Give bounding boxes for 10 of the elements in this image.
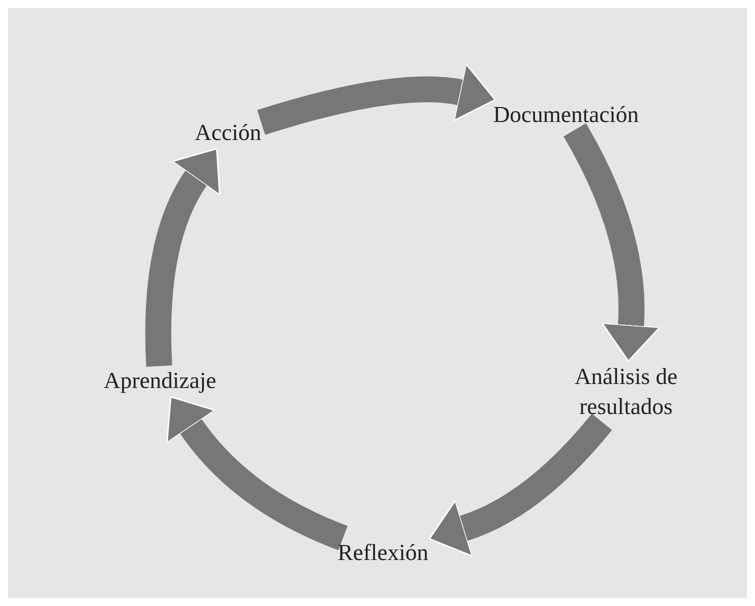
arrow (257, 62, 496, 135)
stage-label: Reflexión (338, 538, 428, 568)
arrow (563, 124, 661, 362)
arrow (145, 147, 222, 367)
stage-label: Documentación (493, 100, 639, 130)
stage-label: Aprendizaje (104, 366, 216, 396)
stage-label: Análisis de resultados (551, 362, 701, 422)
stage-label: Acción (194, 118, 262, 148)
arrow (428, 414, 612, 556)
arrow (166, 396, 348, 550)
